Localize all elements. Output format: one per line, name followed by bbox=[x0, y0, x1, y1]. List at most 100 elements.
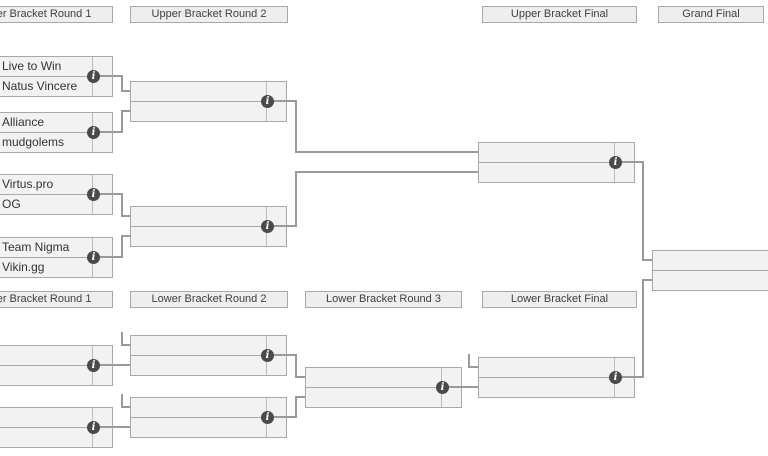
team-slot[interactable] bbox=[131, 336, 286, 355]
connector bbox=[295, 396, 297, 418]
team-slot[interactable] bbox=[306, 368, 461, 387]
connector bbox=[267, 416, 297, 418]
info-icon[interactable]: i bbox=[87, 421, 100, 434]
info-icon-glyph: i bbox=[265, 221, 270, 232]
team-score bbox=[266, 336, 286, 355]
connector bbox=[93, 75, 123, 77]
team-score bbox=[266, 102, 286, 121]
connector bbox=[442, 386, 478, 388]
team-slot[interactable] bbox=[131, 101, 286, 121]
team-score bbox=[92, 133, 112, 152]
team-score bbox=[441, 368, 461, 387]
team-slot[interactable]: Alliance bbox=[0, 113, 112, 132]
team-slot[interactable] bbox=[306, 387, 461, 407]
team-slot[interactable] bbox=[131, 82, 286, 101]
connector bbox=[615, 161, 644, 163]
team-score bbox=[614, 358, 634, 377]
team-slot[interactable]: Vikin.gg bbox=[0, 257, 112, 277]
team-score bbox=[92, 195, 112, 214]
info-icon[interactable]: i bbox=[609, 371, 622, 384]
info-icon-glyph: i bbox=[91, 422, 96, 433]
team-score bbox=[92, 258, 112, 277]
team-score bbox=[266, 227, 286, 246]
team-name: mudgolems bbox=[2, 135, 65, 149]
connector bbox=[93, 131, 123, 133]
team-slot[interactable]: mudgolems bbox=[0, 132, 112, 152]
round-header-upper-r2: Upper Bracket Round 2 bbox=[130, 6, 288, 23]
info-icon[interactable]: i bbox=[261, 411, 274, 424]
team-slot[interactable] bbox=[653, 270, 768, 290]
team-slot[interactable] bbox=[0, 408, 112, 427]
match-upper-r1-2: Alliance mudgolems bbox=[0, 112, 113, 153]
team-slot[interactable] bbox=[0, 427, 112, 447]
team-score bbox=[614, 163, 634, 182]
round-header-grand-final: Grand Final bbox=[658, 6, 764, 23]
connector bbox=[267, 100, 297, 102]
team-slot[interactable] bbox=[131, 207, 286, 226]
info-icon-glyph: i bbox=[265, 412, 270, 423]
team-slot[interactable]: Virtus.pro bbox=[0, 175, 112, 194]
connector bbox=[121, 344, 130, 346]
team-slot[interactable] bbox=[479, 377, 634, 397]
info-icon[interactable]: i bbox=[261, 349, 274, 362]
info-icon[interactable]: i bbox=[261, 95, 274, 108]
info-icon-glyph: i bbox=[91, 360, 96, 371]
info-icon[interactable]: i bbox=[87, 251, 100, 264]
info-icon[interactable]: i bbox=[87, 70, 100, 83]
connector bbox=[121, 90, 130, 92]
team-slot[interactable] bbox=[0, 365, 112, 385]
connector bbox=[121, 193, 123, 217]
team-name: Natus Vincere bbox=[2, 79, 78, 93]
team-slot[interactable] bbox=[0, 346, 112, 365]
team-slot[interactable] bbox=[131, 355, 286, 375]
connector bbox=[468, 366, 478, 368]
round-header-upper-r1: Upper Bracket Round 1 bbox=[0, 6, 113, 23]
team-slot[interactable] bbox=[479, 162, 634, 182]
team-name: Live to Win bbox=[2, 59, 62, 73]
team-slot[interactable] bbox=[131, 226, 286, 246]
round-header-lower-r1: Lower Bracket Round 1 bbox=[0, 291, 113, 308]
team-slot[interactable]: Live to Win bbox=[0, 57, 112, 76]
connector bbox=[93, 193, 123, 195]
team-name: Alliance bbox=[2, 115, 45, 129]
team-slot[interactable]: Team Nigma bbox=[0, 238, 112, 257]
info-icon-glyph: i bbox=[265, 96, 270, 107]
team-name: OG bbox=[2, 197, 21, 211]
round-header-lower-final: Lower Bracket Final bbox=[482, 291, 637, 308]
connector bbox=[93, 426, 130, 428]
team-slot[interactable]: OG bbox=[0, 194, 112, 214]
info-icon[interactable]: i bbox=[609, 156, 622, 169]
match-upper-final bbox=[478, 142, 635, 183]
team-slot[interactable] bbox=[653, 251, 768, 270]
team-slot[interactable] bbox=[479, 143, 634, 162]
connector bbox=[642, 279, 652, 281]
info-icon[interactable]: i bbox=[87, 126, 100, 139]
info-icon[interactable]: i bbox=[436, 381, 449, 394]
connector bbox=[295, 100, 297, 153]
info-icon-glyph: i bbox=[91, 127, 96, 138]
team-score bbox=[92, 113, 112, 132]
match-grand-final bbox=[652, 250, 768, 291]
connector bbox=[295, 151, 478, 153]
team-slot[interactable]: Natus Vincere bbox=[0, 76, 112, 96]
team-score bbox=[92, 175, 112, 194]
info-icon[interactable]: i bbox=[87, 359, 100, 372]
info-icon-glyph: i bbox=[265, 350, 270, 361]
info-icon[interactable]: i bbox=[261, 220, 274, 233]
connector bbox=[642, 161, 644, 261]
info-icon-glyph: i bbox=[91, 71, 96, 82]
team-slot[interactable] bbox=[479, 358, 634, 377]
team-score bbox=[441, 388, 461, 407]
match-lower-r2-1 bbox=[130, 335, 287, 376]
info-icon[interactable]: i bbox=[87, 188, 100, 201]
team-slot[interactable] bbox=[131, 417, 286, 437]
team-score bbox=[266, 418, 286, 437]
connector bbox=[121, 110, 130, 112]
team-score bbox=[92, 238, 112, 257]
team-slot[interactable] bbox=[131, 398, 286, 417]
team-score bbox=[92, 366, 112, 385]
connector bbox=[295, 376, 305, 378]
connector bbox=[121, 75, 123, 92]
connector bbox=[121, 406, 130, 408]
connector bbox=[93, 256, 123, 258]
